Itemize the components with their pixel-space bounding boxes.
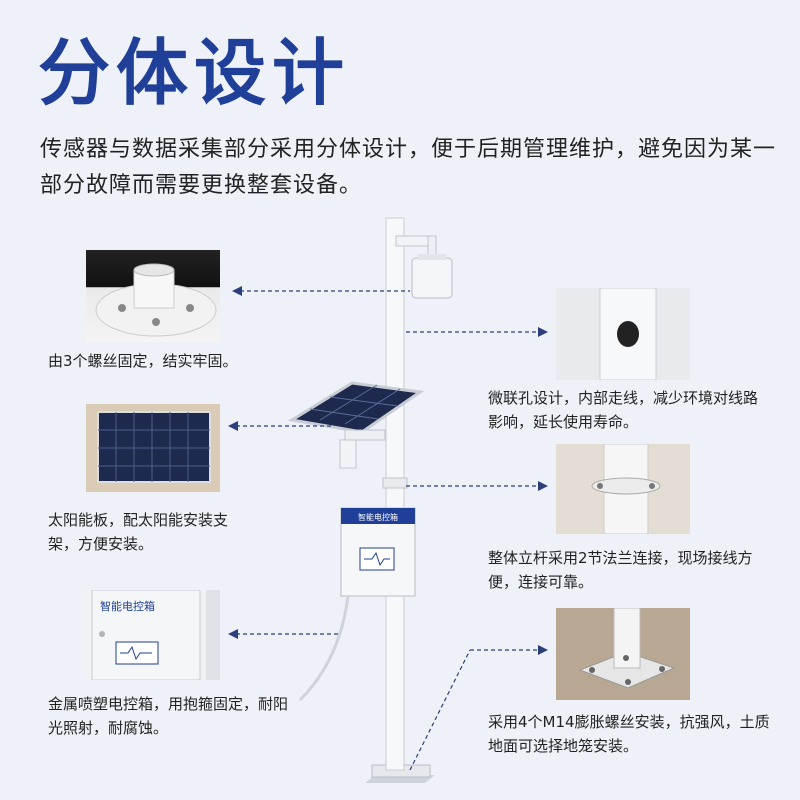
- photo-flange-connection: [556, 444, 690, 534]
- photo-wiring-hole: [556, 288, 690, 380]
- cabinet-photo-label: 智能电控箱: [100, 599, 155, 613]
- page-title: 分体设计: [38, 31, 351, 115]
- caption-screws: 由3个螺丝固定，结实牢固。: [48, 352, 238, 370]
- photo-screw-mount: [86, 250, 220, 342]
- caption-cabinet: 金属喷塑电控箱，用抱箍固定，耐阳光照射，耐腐蚀。: [48, 695, 289, 737]
- caption-flange: 整体立杆采用2节法兰连接，现场接线方便，连接可靠。: [488, 549, 753, 591]
- description-text: 传感器与数据采集部分采用分体设计，便于后期管理维护，避免因为某一部分故障而需要更…: [40, 137, 777, 198]
- photo-control-cabinet: 智能电控箱: [86, 590, 220, 680]
- caption-hole: 微联孔设计，内部走线，减少环境对线路影响，延长使用寿命。: [488, 389, 759, 431]
- caption-solar: 太阳能板，配太阳能安装支架，方便安装。: [48, 511, 229, 553]
- photo-base-plate: [556, 608, 690, 700]
- caption-base: 采用4个M14膨胀螺丝安装，抗强风，土质地面可选择地笼安装。: [488, 713, 770, 755]
- photo-solar-panel: [86, 404, 220, 492]
- control-box-label: 智能电控箱: [358, 512, 398, 522]
